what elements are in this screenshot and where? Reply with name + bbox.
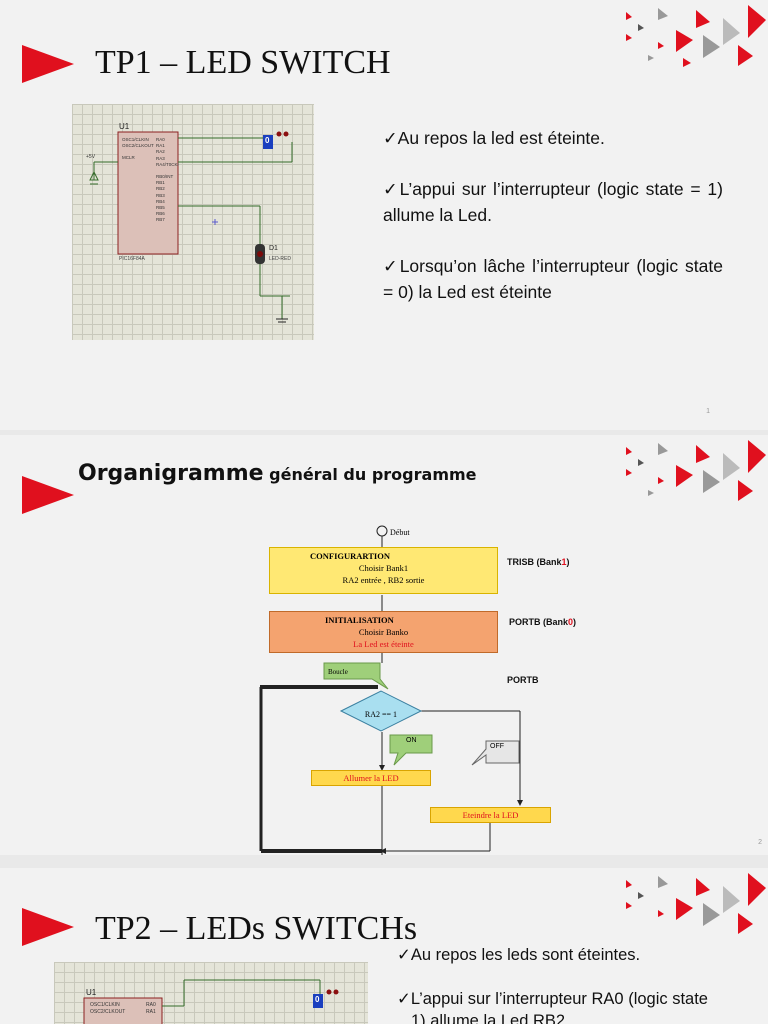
pin-label: RB3 — [156, 192, 165, 198]
pin-label: RA1 — [156, 143, 165, 149]
action-text: LED — [499, 810, 519, 820]
config-line: Choisir Bank1 — [358, 563, 409, 573]
action-text: Eteindre la — [462, 810, 500, 820]
trisb-label: TRISB (Bank1) — [507, 557, 570, 567]
slide-title: Organigramme général du programme — [78, 461, 477, 486]
slide-2: Organigramme général du programme Début … — [0, 435, 768, 855]
turn-on-led-box: Allumer la LED — [311, 770, 431, 786]
pin-label: RA3 — [156, 155, 165, 161]
chip-left-pins: OSC1/CLKIN OSC2/CLKOUT MCLR — [122, 137, 154, 161]
circuit-schematic: U1 PIC16F84A D1 LED-RED +5V 0 OSC1/CLKIN… — [72, 104, 314, 340]
config-line: RA2 entrée , RB2 sortie — [342, 575, 425, 585]
bullet-text: Au repos les leds sont éteintes. — [410, 946, 641, 964]
pin-label: RB7 — [156, 217, 165, 223]
start-label: Début — [390, 528, 410, 537]
bullet-text: L’appui sur l’interrupteur (logic state … — [383, 179, 723, 225]
slide-1: TP1 – LED SWITCH — [0, 0, 768, 430]
init-line: Choisir Banko — [358, 627, 409, 637]
bullet-item: ✓L’appui sur l’interrupteur (logic state… — [383, 176, 723, 228]
pin-label: OSC2/CLKOUT — [90, 1009, 126, 1015]
portb-text: PORTB (Bank — [509, 617, 569, 627]
pin-label: RA0 — [146, 1002, 156, 1008]
pin-label: MCLR — [122, 155, 135, 160]
action-text: LED — [379, 773, 399, 783]
vcc-label: +5V — [86, 154, 96, 160]
trisb-bank-num: 1 — [561, 557, 567, 567]
title-arrow-icon — [22, 908, 74, 946]
init-title: INITIALISATION — [325, 615, 394, 625]
check-icon: ✓ — [383, 179, 400, 199]
decorative-triangles — [626, 5, 766, 67]
trisb-text: TRISB (Bank — [507, 557, 562, 567]
page-number: 2 — [758, 839, 762, 846]
off-label: OFF — [490, 743, 504, 750]
title-arrow-icon — [22, 476, 74, 514]
pin-label: RB6 — [156, 211, 165, 217]
flowchart-connectors — [259, 525, 523, 855]
bullet-text: L’appui sur l’interrupteur RA0 (logic st… — [410, 990, 708, 1008]
bullet-item: ✓L’appui sur l’interrupteur RA0 (logic s… — [397, 988, 767, 1010]
circuit-schematic: U1 0 OSC1/CLKIN OSC2/CLKOUT RA0 RA1 — [54, 962, 368, 1024]
pin-label: RB1 — [156, 180, 165, 186]
switch-state: 0 — [265, 136, 270, 145]
chip-ref: U1 — [119, 122, 130, 131]
bullet-item: ✓Au repos la led est éteinte. — [383, 125, 723, 151]
bullet-text: Au repos la led est éteinte. — [397, 128, 605, 148]
slide-3: TP2 – LEDs SWITCHs U1 0 OSC1/CLKIN OSC2/… — [0, 868, 768, 1024]
bullet-text: Lorsqu’on lâche l’interrupteur (logic st… — [383, 256, 723, 302]
title-rest: général du programme — [263, 465, 477, 484]
portb-bank-num: 0 — [568, 617, 574, 627]
title-main: Organigramme — [78, 461, 264, 486]
led-ref: D1 — [269, 245, 278, 252]
chip-name: PIC16F84A — [119, 256, 145, 262]
turn-off-led-box: Eteindre la LED — [430, 807, 551, 823]
decorative-triangles — [626, 873, 766, 934]
pin-label: RA2 — [156, 149, 165, 155]
check-icon: ✓ — [383, 256, 400, 276]
paren: ) — [566, 557, 570, 567]
pin-label: RB2 — [156, 186, 165, 192]
portb-bank-label: PORTB (Bank0) — [509, 617, 576, 627]
action-text: Allumer la — [343, 773, 380, 783]
bullet-item-continued: 1) allume la Led RB2 — [411, 1012, 566, 1024]
pin-label: RA0 — [156, 137, 165, 142]
chip-right-pins: RA0 RA1 — [146, 1002, 156, 1016]
bullet-list: ✓Au repos les leds sont éteintes. ✓L’app… — [397, 944, 767, 1024]
title-arrow-icon — [22, 45, 74, 83]
pin-label: OSC2/CLKOUT — [122, 143, 154, 148]
pin-label: RA1 — [146, 1009, 156, 1015]
pin-label: RB4 — [156, 198, 165, 204]
check-icon: ✓ — [383, 128, 398, 148]
pin-label: RB5 — [156, 205, 165, 211]
decision-label: RA2 == 1 — [364, 710, 398, 719]
check-icon: ✓ — [397, 946, 411, 964]
switch-state: 0 — [315, 995, 320, 1004]
led-name: LED-RED — [269, 256, 291, 262]
config-title: CONFIGURARTION — [310, 551, 390, 561]
init-line-red: La Led est éteinte — [353, 639, 414, 649]
bullet-list: ✓Au repos la led est éteinte. ✓L’appui s… — [383, 125, 723, 330]
check-icon: ✓ — [397, 990, 411, 1008]
chip-ref: U1 — [86, 988, 97, 997]
decorative-triangles — [626, 440, 766, 501]
slide-title: TP2 – LEDs SWITCHs — [95, 910, 418, 947]
pin-label: RA4/T0CKI — [156, 161, 179, 167]
page-number: 1 — [706, 408, 710, 415]
init-box: INITIALISATION Choisir Banko La Led est … — [269, 611, 498, 653]
slide-title: TP1 – LED SWITCH — [95, 44, 391, 81]
config-box: CONFIGURARTION Choisir Bank1 RA2 entrée … — [269, 547, 498, 594]
loop-label: Boucle — [328, 668, 348, 676]
pin-label: RB0/INT — [156, 174, 174, 180]
bullet-item: ✓Lorsqu’on lâche l’interrupteur (logic s… — [383, 253, 723, 305]
pin-label: OSC1/CLKIN — [90, 1002, 120, 1008]
on-label: ON — [406, 737, 417, 744]
chip-left-pins: OSC1/CLKIN OSC2/CLKOUT — [90, 1002, 125, 1016]
paren: ) — [573, 617, 577, 627]
chip-right-pins: RA0 RA1 RA2 RA3 RA4/T0CKI RB0/INT RB1 RB… — [156, 137, 179, 224]
portb-label: PORTB — [507, 675, 539, 685]
pin-label: OSC1/CLKIN — [122, 137, 149, 142]
bullet-item: ✓Au repos les leds sont éteintes. — [397, 944, 767, 966]
